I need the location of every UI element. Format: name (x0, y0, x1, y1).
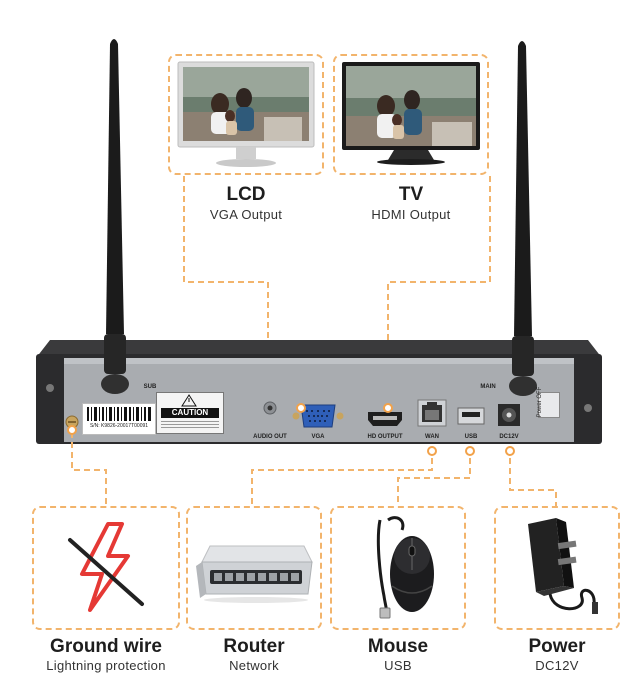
audio-out-label: AUDIO OUT (253, 434, 287, 440)
barcode-icon (87, 407, 151, 421)
router-icon (196, 545, 313, 603)
mouse-icon (376, 516, 434, 619)
ground-wire-subtitle: Lightning protection (46, 658, 166, 673)
ground-wire-box (32, 506, 180, 630)
usb-label: USB (464, 434, 478, 440)
ground-wire-title: Ground wire (50, 636, 162, 657)
dc-connector-dot (505, 446, 515, 456)
ground-connector-dot (67, 425, 77, 435)
caution-label: CAUTION (156, 392, 224, 434)
dc12v-label: DC12V (499, 434, 519, 440)
lcd-title: LCD (226, 184, 266, 205)
power-title: Power (528, 636, 586, 657)
tv-icon (342, 62, 480, 165)
tv-output-box (333, 54, 489, 175)
wan-label: WAN (425, 434, 439, 440)
mouse-box (330, 506, 466, 630)
tv-subtitle: HDMI Output (371, 207, 451, 222)
mouse-subtitle: USB (384, 658, 412, 673)
serial-number: S/N: K9826-20017T00091 (89, 423, 149, 429)
power-subtitle: DC12V (535, 658, 579, 673)
serial-sticker: S/N: K9826-20017T00091 (82, 403, 156, 435)
usb-connector-dot (465, 446, 475, 456)
hd-output-label: HD OUTPUT (367, 434, 403, 440)
wan-connector-dot (427, 446, 437, 456)
caution-fineprint (161, 421, 219, 429)
caution-text: CAUTION (161, 408, 219, 418)
mouse-title: Mouse (367, 636, 429, 657)
sub-antenna-label: SUB (143, 384, 157, 390)
audio-out-port[interactable] (262, 400, 278, 416)
vga-port[interactable] (292, 402, 344, 430)
warning-icon (181, 394, 197, 407)
tv-title: TV (398, 184, 424, 205)
hdmi-port[interactable] (368, 412, 402, 426)
power-switch[interactable] (538, 392, 560, 418)
router-box (186, 506, 322, 630)
main-antenna-label: MAIN (480, 384, 496, 390)
dc-power-port[interactable] (498, 404, 520, 426)
router-subtitle: Network (229, 658, 279, 673)
lcd-monitor-icon (177, 61, 315, 167)
hdmi-connector-dot (383, 403, 393, 413)
lcd-subtitle: VGA Output (209, 207, 283, 222)
wan-port[interactable] (417, 399, 447, 427)
vga-connector-dot (296, 403, 306, 413)
power-adapter-icon (528, 518, 598, 614)
power-box (494, 506, 620, 630)
lightning-off-icon (68, 522, 144, 612)
vga-label: VGA (311, 434, 325, 440)
left-antenna (101, 39, 129, 394)
right-antenna (509, 41, 537, 396)
usb-port[interactable] (457, 407, 485, 425)
lcd-output-box (168, 54, 324, 175)
router-title: Router (223, 636, 285, 657)
